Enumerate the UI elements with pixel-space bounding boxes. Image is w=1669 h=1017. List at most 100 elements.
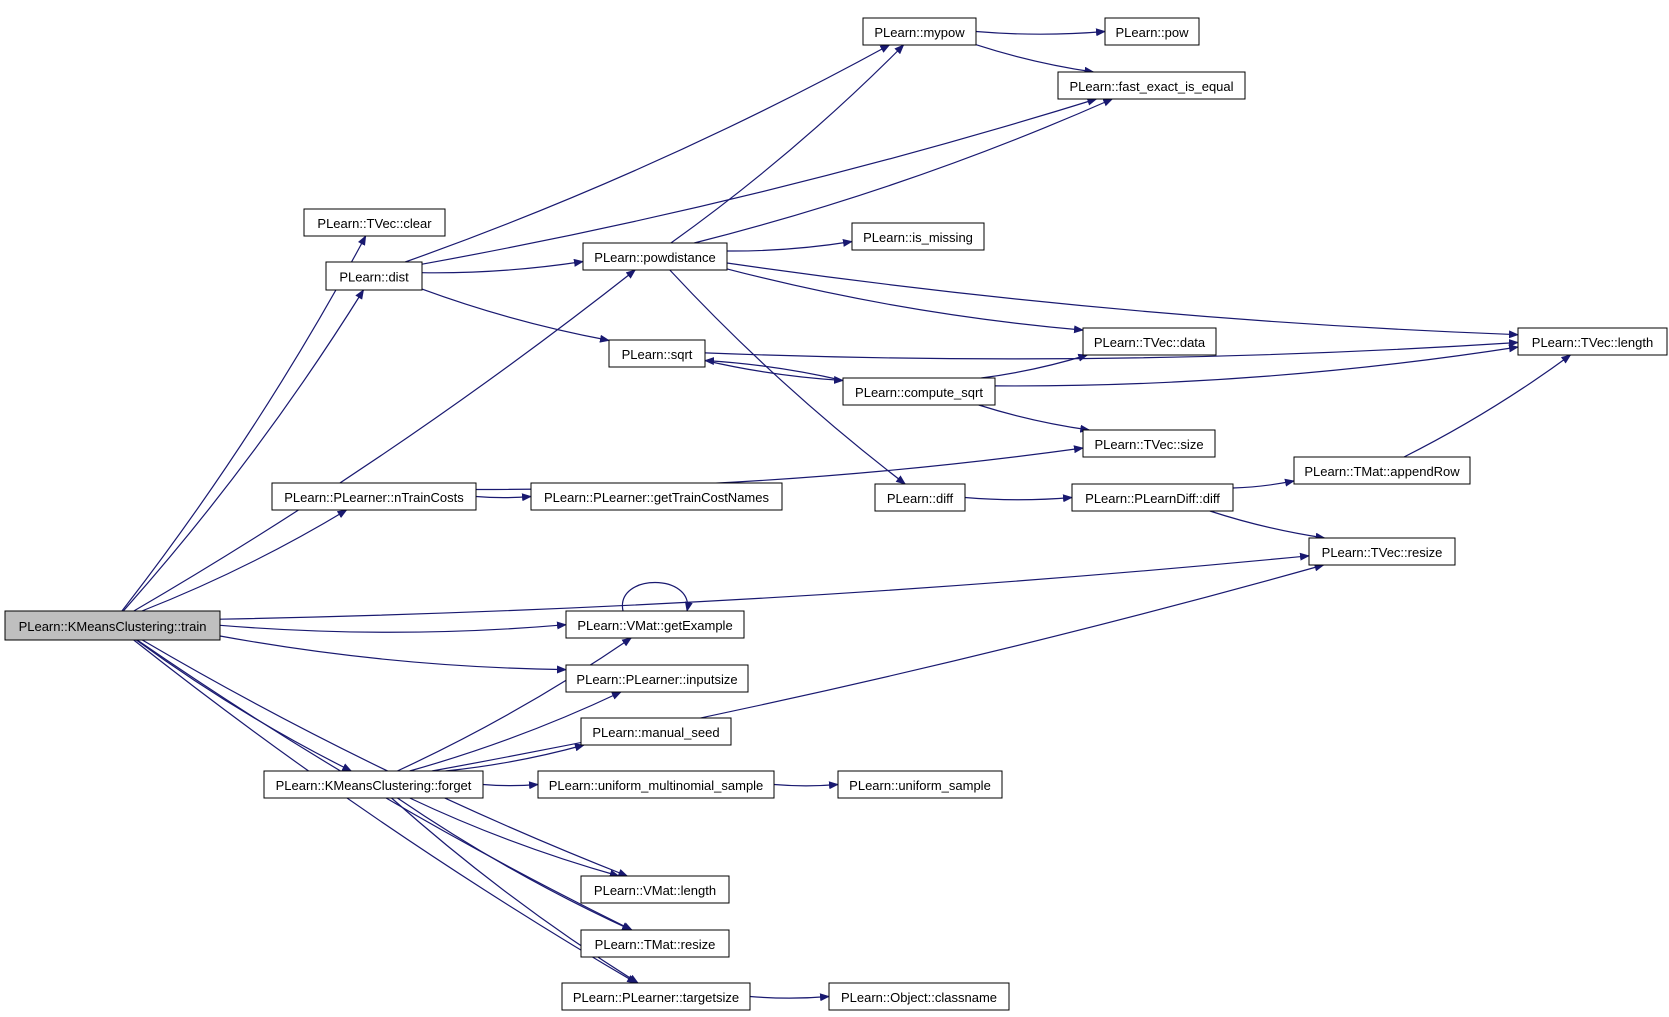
- node-plearndiff-diff[interactable]: PLearn::PLearnDiff::diff: [1071, 483, 1234, 512]
- node-fast-exact-is-equal[interactable]: PLearn::fast_exact_is_equal: [1057, 71, 1246, 100]
- node-label: PLearn::TVec::length: [1532, 335, 1653, 350]
- node-box[interactable]: [862, 17, 977, 46]
- node-box[interactable]: [1308, 537, 1456, 566]
- edge-powdistance-to-mypow: [670, 44, 905, 244]
- node-getexample[interactable]: PLearn::VMat::getExample: [565, 610, 745, 639]
- node-box[interactable]: [874, 483, 966, 512]
- node-uniform-sample[interactable]: PLearn::uniform_sample: [837, 770, 1003, 799]
- edge-tmat_appendrow-to-tvec_length: [1403, 354, 1572, 458]
- edge-mypow-to-pow: [975, 28, 1106, 37]
- node-gettraincostnames[interactable]: PLearn::PLearner::getTrainCostNames: [530, 482, 783, 511]
- node-box[interactable]: [303, 208, 446, 237]
- node-train[interactable]: PLearn::KMeansClustering::train: [4, 610, 221, 641]
- edge-dist-to-mypow: [404, 44, 891, 263]
- node-box[interactable]: [1293, 456, 1471, 485]
- node-box[interactable]: [263, 770, 484, 799]
- edge-train-to-forget: [135, 639, 353, 772]
- node-label: PLearn::TMat::appendRow: [1304, 464, 1460, 479]
- node-vmat-length[interactable]: PLearn::VMat::length: [580, 875, 730, 904]
- node-label: PLearn::KMeansClustering::train: [19, 619, 207, 634]
- node-ntraincosts[interactable]: PLearn::PLearner::nTrainCosts: [271, 482, 477, 511]
- node-box[interactable]: [530, 482, 783, 511]
- edge-forget-to-tmat_resize: [397, 797, 633, 931]
- node-label: PLearn::TVec::data: [1094, 335, 1206, 350]
- node-manual-seed[interactable]: PLearn::manual_seed: [580, 717, 732, 746]
- node-box[interactable]: [1104, 17, 1200, 46]
- node-box[interactable]: [828, 982, 1010, 1011]
- node-box[interactable]: [580, 929, 730, 958]
- node-targetsize[interactable]: PLearn::PLearner::targetsize: [561, 982, 751, 1011]
- edge-plearndiff_diff-to-tvec_resize: [1209, 510, 1326, 541]
- edge-sqrt-to-compute_sqrt: [704, 359, 844, 384]
- edge-forget-to-targetsize: [391, 797, 639, 984]
- node-box[interactable]: [1057, 71, 1246, 100]
- node-tvec-length[interactable]: PLearn::TVec::length: [1517, 327, 1668, 356]
- edge-train-to-getexample: [219, 621, 567, 633]
- node-label: PLearn::KMeansClustering::forget: [276, 778, 472, 793]
- edge-ntraincosts-to-gettraincostnames: [475, 493, 532, 502]
- node-box[interactable]: [580, 875, 730, 904]
- node-uniform-multinomial-sample[interactable]: PLearn::uniform_multinomial_sample: [537, 770, 775, 799]
- node-box[interactable]: [1082, 429, 1216, 458]
- node-tvec-resize[interactable]: PLearn::TVec::resize: [1308, 537, 1456, 566]
- edge-forget-to-vmat_length: [409, 797, 620, 878]
- node-box[interactable]: [837, 770, 1003, 799]
- node-box[interactable]: [1082, 327, 1217, 356]
- node-label: PLearn::VMat::length: [594, 883, 716, 898]
- nodes-layer: PLearn::KMeansClustering::trainPLearn::T…: [4, 17, 1668, 1011]
- node-sqrt[interactable]: PLearn::sqrt: [608, 339, 706, 368]
- edge-compute_sqrt-to-tvec_data: [981, 353, 1089, 379]
- node-box[interactable]: [1517, 327, 1668, 356]
- node-box[interactable]: [851, 222, 985, 251]
- edge-sqrt-to-tvec_length: [704, 339, 1519, 360]
- node-box[interactable]: [4, 610, 221, 641]
- edge-dist-to-sqrt: [421, 288, 610, 343]
- node-tvec-clear[interactable]: PLearn::TVec::clear: [303, 208, 446, 237]
- node-label: PLearn::sqrt: [622, 347, 693, 362]
- node-diff[interactable]: PLearn::diff: [874, 483, 966, 512]
- node-box[interactable]: [582, 242, 728, 271]
- node-object-classname[interactable]: PLearn::Object::classname: [828, 982, 1010, 1011]
- node-is-missing[interactable]: PLearn::is_missing: [851, 222, 985, 251]
- node-label: PLearn::diff: [887, 491, 954, 506]
- node-box[interactable]: [537, 770, 775, 799]
- node-label: PLearn::PLearnDiff::diff: [1085, 491, 1220, 506]
- node-label: PLearn::fast_exact_is_equal: [1069, 79, 1233, 94]
- node-label: PLearn::mypow: [874, 25, 965, 40]
- node-dist[interactable]: PLearn::dist: [325, 261, 423, 291]
- node-box[interactable]: [565, 664, 749, 693]
- node-forget[interactable]: PLearn::KMeansClustering::forget: [263, 770, 484, 799]
- node-label: PLearn::uniform_sample: [849, 778, 991, 793]
- node-box[interactable]: [1071, 483, 1234, 512]
- node-inputsize[interactable]: PLearn::PLearner::inputsize: [565, 664, 749, 693]
- node-box[interactable]: [561, 982, 751, 1011]
- node-tvec-size[interactable]: PLearn::TVec::size: [1082, 429, 1216, 458]
- edge-dist-to-powdistance: [421, 258, 584, 274]
- edge-train-to-targetsize: [133, 639, 638, 984]
- node-label: PLearn::PLearner::inputsize: [576, 672, 737, 687]
- node-tvec-data[interactable]: PLearn::TVec::data: [1082, 327, 1217, 356]
- edge-forget-to-getexample: [397, 637, 633, 772]
- node-box[interactable]: [608, 339, 706, 368]
- edge-mypow-to-fast_exact_is_equal: [975, 44, 1095, 75]
- node-tmat-appendrow[interactable]: PLearn::TMat::appendRow: [1293, 456, 1471, 485]
- node-powdistance[interactable]: PLearn::powdistance: [582, 242, 728, 271]
- edge-compute_sqrt-to-sqrt: [704, 357, 844, 382]
- edge-train-to-tvec_resize: [219, 552, 1310, 620]
- node-box[interactable]: [271, 482, 477, 511]
- edge-targetsize-to-object_classname: [749, 993, 830, 1002]
- node-label: PLearn::dist: [339, 270, 409, 285]
- node-box[interactable]: [580, 717, 732, 746]
- edge-powdistance-to-fast_exact_is_equal: [694, 98, 1114, 244]
- node-compute-sqrt[interactable]: PLearn::compute_sqrt: [842, 377, 996, 406]
- node-box[interactable]: [325, 261, 423, 291]
- edge-forget-to-inputsize: [409, 691, 622, 772]
- node-pow[interactable]: PLearn::pow: [1104, 17, 1200, 46]
- node-label: PLearn::manual_seed: [592, 725, 719, 740]
- node-label: PLearn::pow: [1116, 25, 1190, 40]
- node-mypow[interactable]: PLearn::mypow: [862, 17, 977, 46]
- node-box[interactable]: [565, 610, 745, 639]
- node-box[interactable]: [842, 377, 996, 406]
- node-tmat-resize[interactable]: PLearn::TMat::resize: [580, 929, 730, 958]
